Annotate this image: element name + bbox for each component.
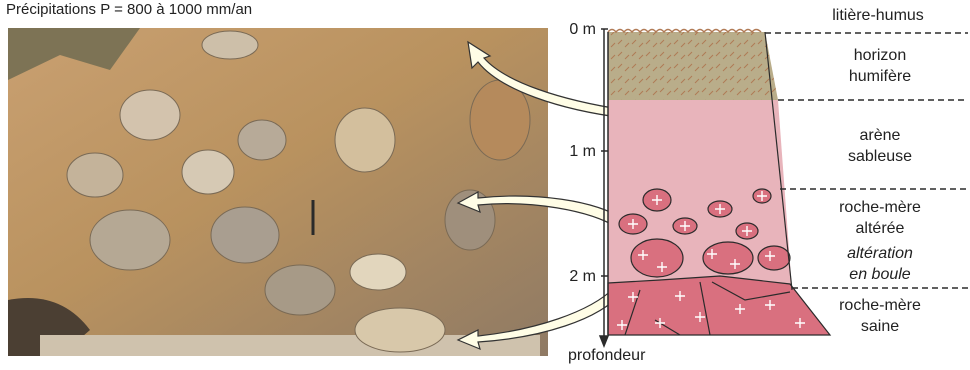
boulder	[703, 242, 753, 274]
outcrop-photo	[8, 28, 548, 356]
litter-line	[608, 30, 761, 33]
label-saine-2: saine	[861, 318, 899, 335]
label-altere-2: altérée	[856, 220, 905, 237]
label-arene-2: sableuse	[848, 148, 912, 165]
label-alteration-2: en boule	[849, 266, 910, 283]
humus-layer	[608, 32, 778, 100]
label-humifere-2: humifère	[849, 68, 911, 85]
bedrock-layer	[608, 276, 830, 335]
label-saine-1: roche-mère	[839, 297, 921, 314]
boulder	[758, 246, 790, 270]
soil-column: 0 m 1 m 2 m profondeur	[568, 21, 830, 364]
label-altere-1: roche-mère	[839, 199, 921, 216]
depth-axis-label: profondeur	[568, 347, 646, 364]
label-humifere-1: horizon	[854, 47, 906, 64]
boulder	[631, 239, 683, 277]
label-alteration-1: altération	[847, 245, 913, 262]
depth-tick-0: 0 m	[569, 21, 596, 38]
label-arene-1: arène	[860, 127, 901, 144]
precipitation-caption: Précipitations P = 800 à 1000 mm/an	[6, 1, 252, 18]
depth-tick-2: 2 m	[569, 268, 596, 285]
label-litiere: litière-humus	[832, 7, 924, 24]
layer-labels: litière-humus horizon humifère arène sab…	[832, 7, 924, 335]
depth-tick-1: 1 m	[569, 143, 596, 160]
